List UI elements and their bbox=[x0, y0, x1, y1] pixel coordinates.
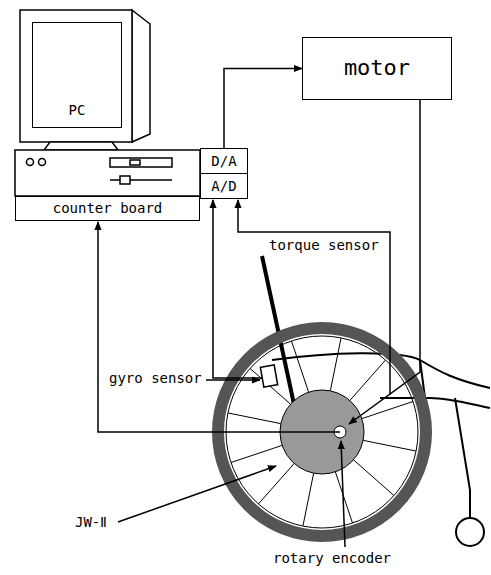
box-text: counter board bbox=[53, 200, 163, 217]
converter-box: D/A bbox=[200, 148, 248, 174]
spoke bbox=[228, 413, 281, 424]
box-text: A/D bbox=[211, 178, 236, 195]
monitor bbox=[20, 10, 150, 150]
converter-box: A/D bbox=[200, 173, 248, 199]
spoke bbox=[291, 341, 308, 392]
box-text: PC bbox=[69, 102, 86, 119]
box-text: D/A bbox=[211, 153, 236, 170]
signal-arrow bbox=[224, 69, 302, 149]
box-text: motor bbox=[344, 55, 410, 81]
spoke bbox=[353, 460, 393, 496]
spoke bbox=[363, 440, 416, 451]
part-label: gyro sensor bbox=[108, 370, 203, 387]
part-label: torque sensor bbox=[268, 237, 380, 254]
spoke bbox=[362, 401, 413, 418]
signal-wires bbox=[98, 100, 420, 547]
counter-board-box: counter board bbox=[15, 196, 200, 221]
caster-wheel bbox=[456, 518, 484, 546]
pc-base-unit bbox=[15, 150, 200, 196]
spoke bbox=[350, 360, 386, 400]
part-label: JW-Ⅱ bbox=[74, 514, 108, 531]
spoke bbox=[231, 445, 282, 462]
gyro-sensor-symbol bbox=[260, 365, 277, 387]
monitor-screen: PC bbox=[32, 22, 122, 128]
motor-box: motor bbox=[302, 37, 452, 100]
spoke bbox=[303, 473, 314, 526]
part-label: rotary encoder bbox=[272, 550, 392, 567]
spoke bbox=[330, 338, 341, 391]
wheelchair-frame bbox=[262, 256, 490, 530]
